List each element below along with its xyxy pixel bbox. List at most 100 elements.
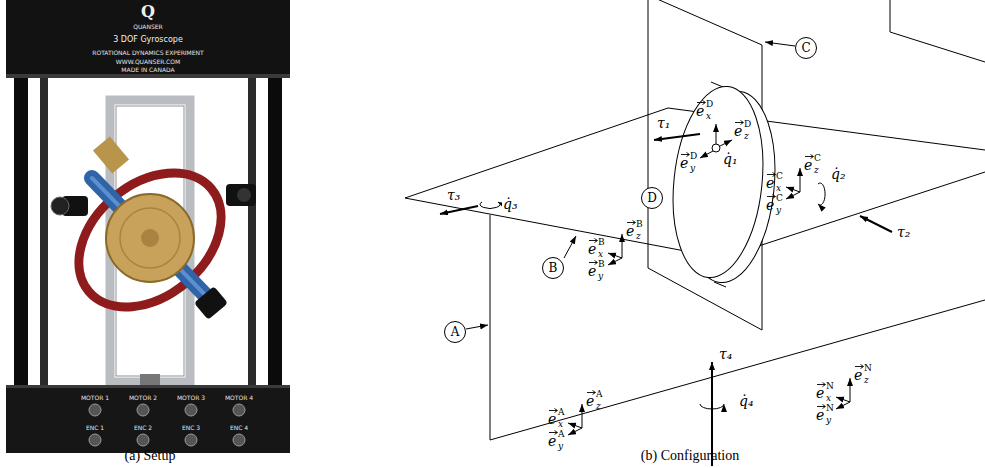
- vector-subscript: z: [744, 132, 749, 141]
- vector-symbol: e: [734, 120, 742, 138]
- rotor-disc: [711, 82, 723, 87]
- vector-subscript: z: [814, 166, 819, 175]
- vector-subscript: x: [598, 250, 603, 259]
- vector-arrow: [586, 390, 597, 395]
- website: WWW.QUANSER.COM: [116, 59, 180, 65]
- vector-arrow: [817, 383, 826, 387]
- vector-arrow: [626, 220, 637, 225]
- port-label: MOTOR 3: [177, 395, 205, 401]
- vector-arrow: [767, 173, 776, 177]
- coordinate-axes: [582, 404, 583, 428]
- torque-arrows: [654, 134, 700, 140]
- coordinate-axes: [568, 423, 582, 428]
- rotor-disc: [664, 82, 784, 287]
- leader-lines: [466, 325, 488, 329]
- vector-subscript: x: [558, 420, 563, 429]
- coordinate-axes: [786, 187, 800, 192]
- coordinate-axes: [800, 168, 801, 192]
- vector-arrow: [548, 408, 559, 413]
- vector-symbol: e: [588, 238, 596, 256]
- frame-planes: [405, 0, 985, 440]
- vector-superscript: C: [776, 172, 783, 181]
- vector-symbol: e: [680, 152, 688, 170]
- port-label: ENC 2: [134, 425, 152, 431]
- vector-arrow: [855, 365, 864, 369]
- callout-letter: A: [451, 326, 460, 338]
- frame-planes: [890, 0, 985, 62]
- brand-name: QUANSER: [133, 24, 162, 30]
- vector-arrow: [804, 154, 815, 159]
- vector-symbol: e: [816, 382, 824, 400]
- callout-letter: C: [801, 42, 810, 54]
- vector-symbol: e: [586, 390, 594, 408]
- vector-arrow: [734, 120, 745, 125]
- coordinate-axes: [716, 124, 717, 144]
- coordinate-axes: [568, 428, 582, 435]
- gyroscope-photo: [92, 178, 210, 300]
- gyroscope-photo: [120, 208, 180, 268]
- vector-arrow: [549, 431, 558, 435]
- coordinate-axes: [700, 151, 713, 158]
- torque-symbol: τ₁: [656, 115, 671, 131]
- coordinate-axes: [786, 192, 800, 199]
- rotation-arcs: [480, 183, 825, 409]
- vector-superscript: A: [558, 430, 565, 439]
- callout-circle: B: [542, 257, 564, 279]
- port-label: MOTOR 4: [225, 395, 253, 401]
- vector-arrow: [548, 430, 559, 435]
- gyroscope-photo: [106, 194, 194, 282]
- rotor-disc: [714, 282, 726, 287]
- vector-superscript: C: [814, 154, 821, 163]
- gyroscope-photo: [6, 74, 290, 78]
- vector-superscript: B: [636, 220, 643, 229]
- callout-letter: D: [647, 192, 657, 204]
- vector-superscript: N: [864, 364, 872, 373]
- gyroscope-photo: [92, 178, 210, 300]
- subfigure-caption: (b) Configuration: [641, 449, 739, 463]
- vector-subscript: x: [706, 112, 711, 121]
- gyroscope-photo: [89, 404, 101, 416]
- torque-symbol: τ₂: [896, 224, 911, 240]
- coordinate-axes: [850, 378, 851, 402]
- vector-arrow: [854, 364, 865, 369]
- coordinate-axes: [836, 402, 850, 409]
- vector-superscript: N: [826, 382, 834, 391]
- leader-lines: [564, 236, 576, 258]
- rate-symbol: q̇₄: [738, 393, 755, 409]
- coordinate-axes: [836, 397, 850, 402]
- leader-lines: [765, 42, 795, 46]
- vector-symbol: e: [766, 172, 774, 190]
- vector-arrow: [696, 100, 707, 105]
- vector-superscript: D: [744, 120, 751, 129]
- vector-superscript: D: [690, 152, 697, 161]
- vector-superscript: A: [596, 390, 603, 399]
- coordinate-axes: [568, 124, 850, 435]
- port-label: ENC 4: [230, 425, 248, 431]
- port-label: MOTOR 2: [129, 395, 157, 401]
- vector-subscript: x: [776, 184, 781, 193]
- torque-arrows: [440, 206, 478, 214]
- vector-symbol: e: [766, 194, 774, 212]
- rotation-arcs: [480, 202, 500, 208]
- vector-arrow: [817, 405, 826, 409]
- gyroscope-photo: [89, 434, 101, 446]
- coordinate-axes: [622, 234, 623, 258]
- gyroscope-photo: [233, 434, 245, 446]
- product-name: 3 DOF Gyroscope: [113, 36, 183, 44]
- vector-arrow: [735, 121, 744, 125]
- rotation-arcs: [700, 404, 724, 409]
- vector-subscript: y: [690, 164, 695, 173]
- gyroscope-photo: [6, 385, 290, 388]
- vector-subscript: z: [596, 402, 601, 411]
- gyroscope-photo: [233, 404, 245, 416]
- vector-arrow: [816, 404, 827, 409]
- vector-arrow: [697, 101, 706, 105]
- gyroscope-photo: [140, 374, 160, 386]
- port-label: MOTOR 1: [81, 395, 109, 401]
- vector-symbol: e: [548, 408, 556, 426]
- vector-superscript: D: [706, 100, 713, 109]
- vector-arrow: [588, 260, 599, 265]
- gyroscope-photo: [6, 0, 290, 453]
- gyroscope-photo: [93, 136, 129, 173]
- vector-subscript: x: [826, 394, 831, 403]
